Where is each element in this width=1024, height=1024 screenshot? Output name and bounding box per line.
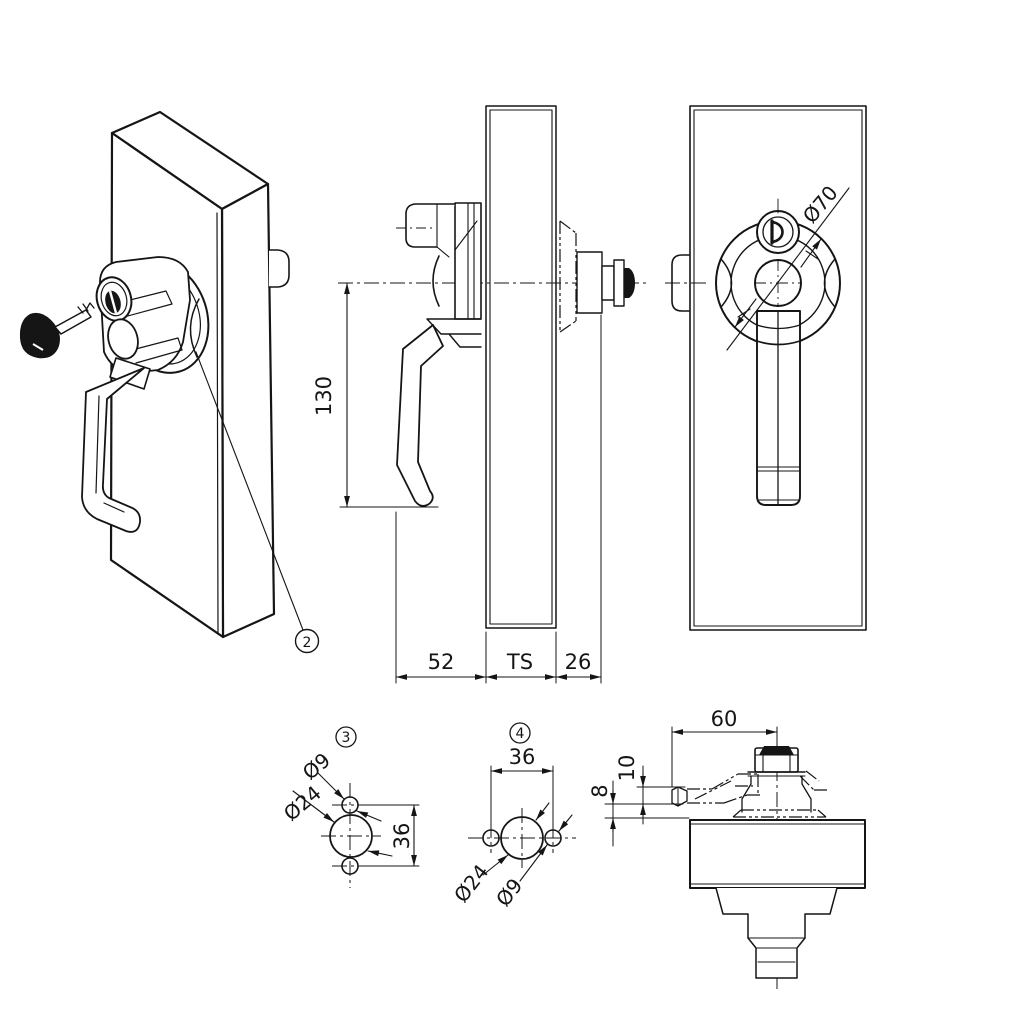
spindle-nut <box>741 746 812 813</box>
panel-thickness-edge <box>216 212 219 634</box>
latch-top-detail: 60 10 8 <box>588 707 866 990</box>
dim-52-label: 52 <box>428 650 455 674</box>
dim-60: 60 <box>671 707 778 788</box>
key-head <box>19 312 61 359</box>
latch-cam-phantom <box>671 770 827 818</box>
panel-section <box>485 105 557 629</box>
dim-10-label: 10 <box>615 755 639 782</box>
cutout-small-hole-right <box>544 829 562 847</box>
side-latch <box>559 220 635 333</box>
cutout-large-hole <box>329 814 373 858</box>
handle-lever <box>81 367 145 533</box>
iso-view: 2 <box>19 110 320 654</box>
balloon-4-label: 4 <box>516 726 525 742</box>
dim-8-label: 8 <box>588 784 612 797</box>
balloon-4 <box>509 722 531 744</box>
iso-handle <box>81 256 210 533</box>
side-handle <box>396 202 482 507</box>
detail-view-4: 4 36 Ø24 Ø9 <box>449 722 576 911</box>
dim-dia24-label-d4: Ø24 <box>449 860 493 907</box>
dim-8: 8 <box>588 780 690 847</box>
dim-dia9-label-d3: Ø9 <box>298 748 335 785</box>
dim-10: 10 <box>604 755 686 825</box>
key <box>19 302 95 359</box>
cutout-small-hole-bottom <box>341 857 359 875</box>
dims-bottom: 52 TS 26 <box>395 314 602 684</box>
keyway <box>770 220 784 244</box>
shaft-nut-cap <box>624 268 635 298</box>
grip-boss <box>107 318 139 360</box>
rear-latch-bump <box>268 249 290 288</box>
dim-dia9-label-d4: Ø9 <box>491 874 527 911</box>
dim-60-label: 60 <box>711 707 738 731</box>
grip-boss-profile <box>432 255 440 307</box>
balloon-3 <box>335 726 357 748</box>
dim-26-label: 26 <box>565 650 592 674</box>
dim-36-h-label: 36 <box>509 745 536 769</box>
cutout-large-hole <box>500 816 544 860</box>
side-view: 130 52 TS 26 <box>312 105 648 684</box>
finger-scallop <box>189 298 200 358</box>
balloon-3-label: 3 <box>342 730 351 746</box>
dim-130-label: 130 <box>312 376 336 416</box>
dim-36-v-label: 36 <box>390 823 414 850</box>
key-shaft <box>54 309 92 335</box>
dim-dia24-label-d3: Ø24 <box>279 781 326 826</box>
housing-body <box>689 819 866 979</box>
cutout-small-hole-top <box>341 796 359 814</box>
lever-profile <box>396 324 444 507</box>
cutout-small-hole-left <box>482 829 500 847</box>
balloon-2: 2 <box>195 351 320 654</box>
dim-ts-label: TS <box>506 650 533 674</box>
front-view: Ø70 <box>665 105 867 631</box>
dim-130: 130 <box>312 282 439 508</box>
detail-view-3: 3 36 Ø9 Ø24 <box>279 726 420 888</box>
latch-tip <box>671 786 688 807</box>
balloon-2-label: 2 <box>303 635 312 651</box>
